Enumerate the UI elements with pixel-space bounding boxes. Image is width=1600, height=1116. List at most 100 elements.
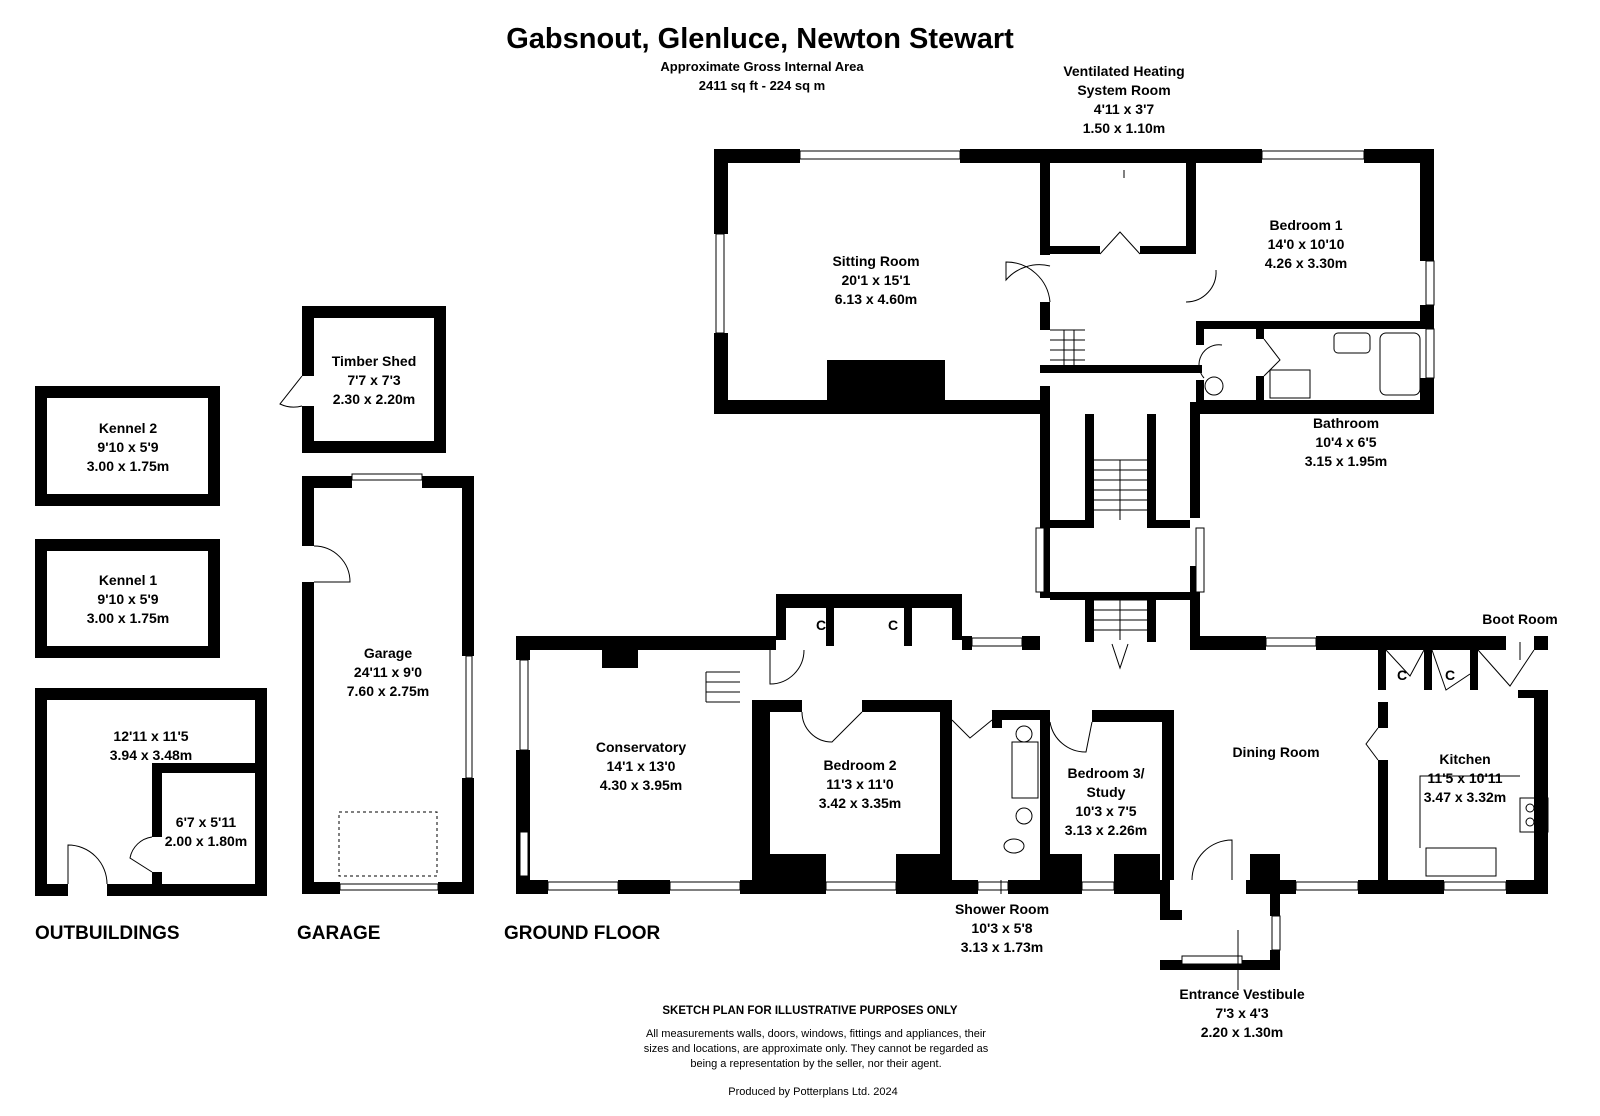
section-labels: OUTBUILDINGS GARAGE GROUND FLOOR — [35, 923, 660, 944]
garage-outline — [302, 473, 474, 894]
footer-notes: SKETCH PLAN FOR ILLUSTRATIVE PURPOSES ON… — [644, 1005, 989, 1098]
bedroom-3-name-1: Bedroom 3/ — [1067, 765, 1144, 781]
bedroom-1-imperial: 14'0 x 10'10 — [1268, 236, 1345, 252]
door-swing-icon — [1049, 721, 1093, 753]
wc-icon — [1003, 838, 1025, 854]
door-swing-icon — [1198, 344, 1223, 379]
section-garage: GARAGE — [297, 923, 380, 944]
basin-icon — [1015, 725, 1033, 743]
room-labels: Kennel 2 9'10 x 5'9 3.00 x 1.75m Kennel … — [87, 63, 1558, 1040]
heating-room-name-1: Ventilated Heating — [1063, 63, 1184, 79]
cupboard-label: C — [816, 617, 826, 633]
car-space-outline — [338, 811, 438, 877]
kennel-1-metric: 3.00 x 1.75m — [87, 610, 170, 626]
kennel-2-outline — [35, 386, 220, 506]
store-imperial: 6'7 x 5'11 — [176, 814, 237, 830]
entrance-name: Entrance Vestibule — [1179, 986, 1304, 1002]
kennel-2-name: Kennel 2 — [99, 420, 158, 436]
entrance-metric: 2.20 x 1.30m — [1201, 1024, 1284, 1040]
bedroom-2-imperial: 11'3 x 11'0 — [826, 776, 894, 792]
hob-icon — [1519, 797, 1549, 833]
timber-shed-metric: 2.30 x 2.20m — [333, 391, 416, 407]
outbuilding-imperial: 12'11 x 11'5 — [113, 728, 188, 744]
garage-imperial: 24'11 x 9'0 — [354, 664, 422, 680]
disclaimer-line-1: All measurements walls, doors, windows, … — [646, 1028, 986, 1040]
worktop-line — [1419, 775, 1520, 848]
shower-room-metric: 3.13 x 1.73m — [961, 939, 1044, 955]
stairs-icon — [705, 671, 740, 703]
bath-icon — [1379, 332, 1421, 396]
section-outbuildings: OUTBUILDINGS — [35, 923, 180, 944]
boot-room-name: Boot Room — [1482, 611, 1557, 627]
kitchen-metric: 3.47 x 3.32m — [1424, 789, 1507, 805]
timber-shed-imperial: 7'7 x 7'3 — [347, 372, 401, 388]
heating-room-name-2: System Room — [1077, 82, 1170, 98]
heating-room-imperial: 4'11 x 3'7 — [1094, 101, 1155, 117]
door-swing-icon — [67, 844, 108, 885]
entrance-imperial: 7'3 x 4'3 — [1215, 1005, 1269, 1021]
plan-title: Gabsnout, Glenluce, Newton Stewart — [506, 23, 1014, 55]
bedroom-1-metric: 4.26 x 3.30m — [1265, 255, 1348, 271]
door-swing-icon — [1005, 261, 1051, 303]
shower-room-imperial: 10'3 x 5'8 — [971, 920, 1032, 936]
door-swing-icon — [1099, 231, 1141, 255]
disclaimer-heading: SKETCH PLAN FOR ILLUSTRATIVE PURPOSES ON… — [662, 1005, 958, 1017]
stairs-icon — [1094, 459, 1147, 520]
door-swing-icon — [1191, 839, 1233, 881]
producer-credit: Produced by Potterplans Ltd. 2024 — [728, 1086, 897, 1098]
cupboard-label: C — [1397, 667, 1407, 683]
door-swing-icon — [1263, 338, 1281, 377]
garage-name: Garage — [364, 645, 412, 661]
sink-icon — [1425, 847, 1497, 877]
sitting-room-metric: 6.13 x 4.60m — [835, 291, 918, 307]
lower-wing-walls — [516, 594, 1549, 990]
door-swing-icon — [951, 719, 993, 739]
bathroom-metric: 3.15 x 1.95m — [1305, 453, 1388, 469]
door-swing-icon — [1365, 727, 1379, 761]
store-metric: 2.00 x 1.80m — [165, 833, 248, 849]
bathroom-name: Bathroom — [1313, 415, 1379, 431]
door-swing-icon — [279, 375, 303, 408]
garage-metric: 7.60 x 2.75m — [347, 683, 430, 699]
conservatory-metric: 4.30 x 3.95m — [600, 777, 683, 793]
door-swing-icon — [1477, 649, 1535, 687]
bedroom-1-name: Bedroom 1 — [1269, 217, 1342, 233]
cupboard-label: C — [888, 617, 898, 633]
kitchen-imperial: 11'5 x 10'11 — [1427, 770, 1502, 786]
bedroom-2-metric: 3.42 x 3.35m — [819, 795, 902, 811]
plan-subtitle: Approximate Gross Internal Area — [660, 59, 864, 74]
kennel-2-metric: 3.00 x 1.75m — [87, 458, 170, 474]
door-swing-icon — [769, 649, 805, 685]
stairs-icon — [1094, 599, 1147, 640]
timber-shed-outline — [279, 306, 446, 453]
conservatory-imperial: 14'1 x 13'0 — [607, 758, 676, 774]
basin-icon — [1333, 332, 1371, 354]
disclaimer-line-2: sizes and locations, are approximate onl… — [644, 1043, 989, 1055]
conservatory-name: Conservatory — [596, 739, 686, 755]
bedroom-2-name: Bedroom 2 — [823, 757, 896, 773]
section-ground-floor: GROUND FLOOR — [504, 923, 660, 944]
timber-shed-name: Timber Shed — [332, 353, 417, 369]
door-swing-icon — [129, 836, 153, 873]
plan-area: 2411 sq ft - 224 sq m — [699, 78, 825, 93]
door-swing-icon — [1185, 269, 1217, 303]
kennel-1-imperial: 9'10 x 5'9 — [97, 591, 158, 607]
wc-icon — [1204, 376, 1224, 396]
shower-tray-icon — [1011, 741, 1039, 799]
shower-tray-icon — [1269, 369, 1311, 399]
outbuilding-outline — [35, 688, 267, 896]
bathroom-imperial: 10'4 x 6'5 — [1315, 434, 1376, 450]
double-door-icon — [1111, 643, 1129, 670]
bedroom-3-name-2: Study — [1087, 784, 1126, 800]
heating-room-metric: 1.50 x 1.10m — [1083, 120, 1166, 136]
kennel-1-outline — [35, 539, 220, 658]
sitting-room-name: Sitting Room — [832, 253, 919, 269]
sitting-room-imperial: 20'1 x 15'1 — [842, 272, 911, 288]
bedroom-3-imperial: 10'3 x 7'5 — [1075, 803, 1136, 819]
upper-wing-walls — [714, 149, 1435, 670]
kitchen-name: Kitchen — [1439, 751, 1490, 767]
shower-room-name: Shower Room — [955, 901, 1049, 917]
door-swing-icon — [801, 711, 863, 743]
basin-icon — [1015, 807, 1033, 825]
